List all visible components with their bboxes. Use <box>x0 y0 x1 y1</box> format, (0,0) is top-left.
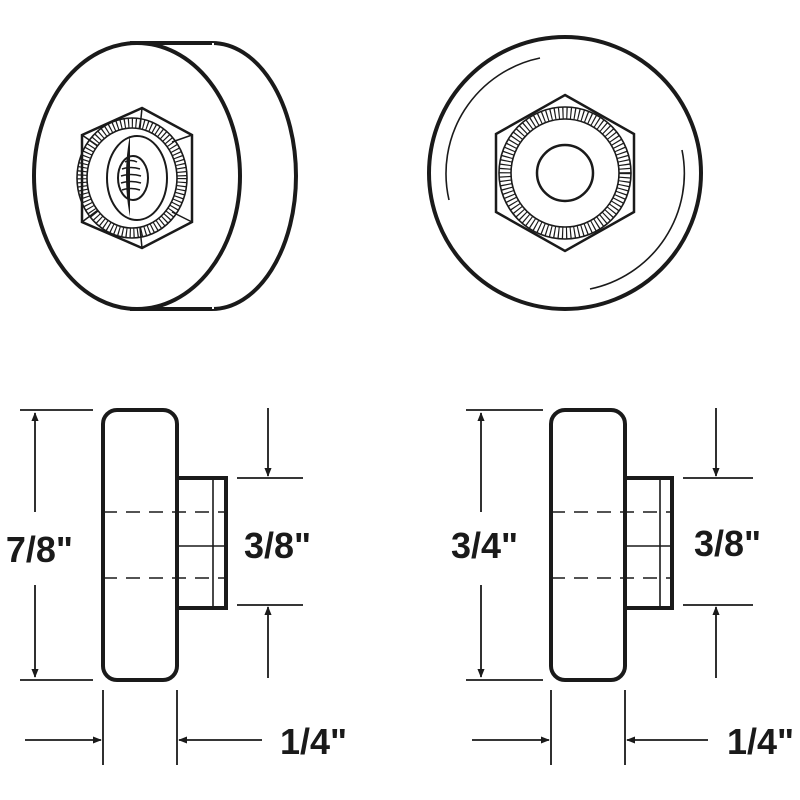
front-serrated-washer <box>499 107 631 239</box>
threaded-hub <box>106 135 168 221</box>
right-hub-diameter-label: 3/8" <box>694 523 761 564</box>
left-hub-diameter-label: 3/8" <box>244 525 311 566</box>
roller-front-face <box>32 41 242 311</box>
left-hub <box>177 476 228 610</box>
right-hub <box>625 476 674 610</box>
left-outer-diameter-label: 7/8" <box>6 529 73 570</box>
axle-hole <box>535 143 595 203</box>
front-hex-nut <box>494 93 636 253</box>
serrated-washer <box>77 118 187 238</box>
roller-angled-view <box>32 41 298 311</box>
left-side-profile: 7/8" 3/8" 1/4" <box>6 408 347 765</box>
right-outer-diameter-label: 3/4" <box>451 525 518 566</box>
right-side-profile: 3/4" 3/8" 1/4" <box>451 408 794 765</box>
left-width-label: 1/4" <box>280 721 347 762</box>
front-view-rim <box>427 35 703 311</box>
right-width-label: 1/4" <box>727 721 794 762</box>
right-roller-body <box>549 408 627 682</box>
left-roller-body <box>101 408 179 682</box>
roller-front-view <box>427 35 703 311</box>
